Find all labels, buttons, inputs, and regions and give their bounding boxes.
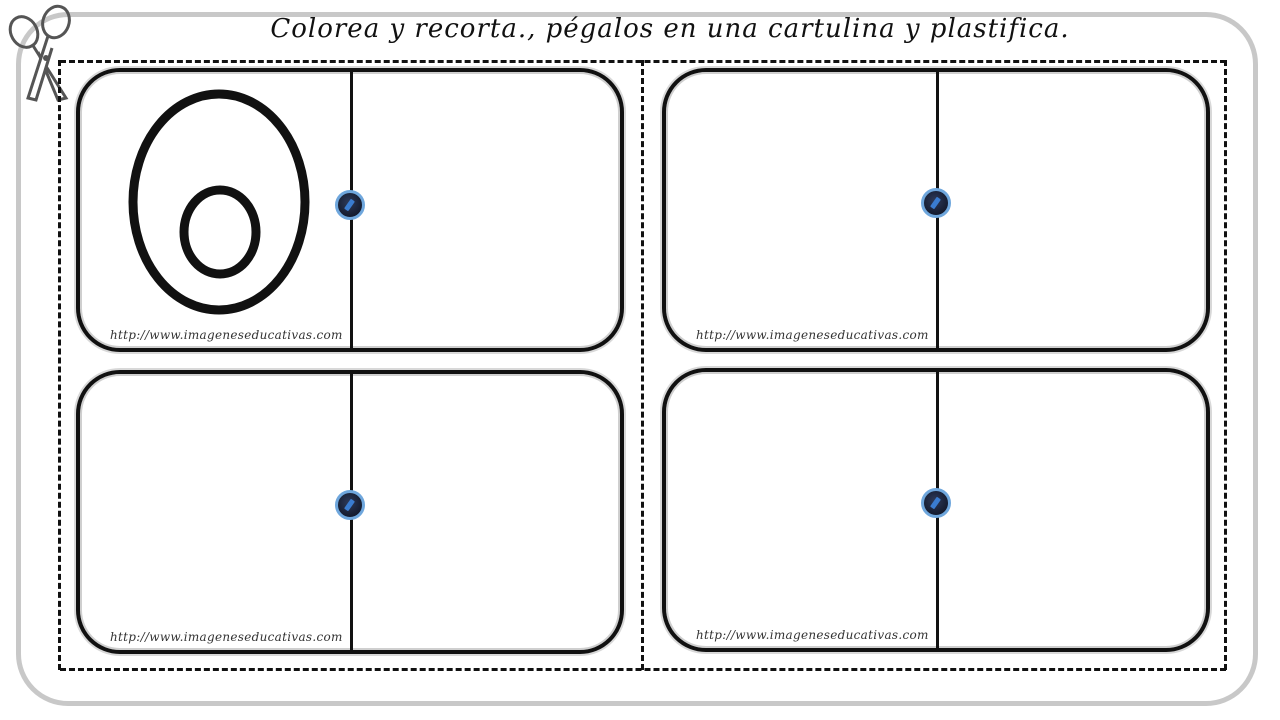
card-url: http://www.imageneseducativas.com	[696, 328, 929, 342]
scissors-icon	[8, 4, 71, 102]
worksheet-title: Colorea y recorta., pégalos en una cartu…	[270, 14, 1070, 44]
card-url: http://www.imageneseducativas.com	[110, 328, 343, 342]
letter-o-outline	[128, 89, 310, 315]
imageneseducativas-seal-icon	[921, 488, 951, 518]
imageneseducativas-seal-icon	[335, 490, 365, 520]
card-url: http://www.imageneseducativas.com	[110, 630, 343, 644]
domino-card-1: http://www.imageneseducativas.com	[76, 68, 624, 352]
imageneseducativas-seal-icon	[921, 188, 951, 218]
card-url: http://www.imageneseducativas.com	[696, 628, 929, 642]
domino-card-4: http://www.imageneseducativas.com	[662, 368, 1210, 652]
domino-card-2: http://www.imageneseducativas.com	[662, 68, 1210, 352]
cut-line-left	[58, 60, 61, 670]
cut-line-middle	[641, 60, 644, 670]
domino-card-3: http://www.imageneseducativas.com	[76, 370, 624, 654]
imageneseducativas-seal-icon	[335, 190, 365, 220]
cut-line-right	[1224, 60, 1227, 670]
